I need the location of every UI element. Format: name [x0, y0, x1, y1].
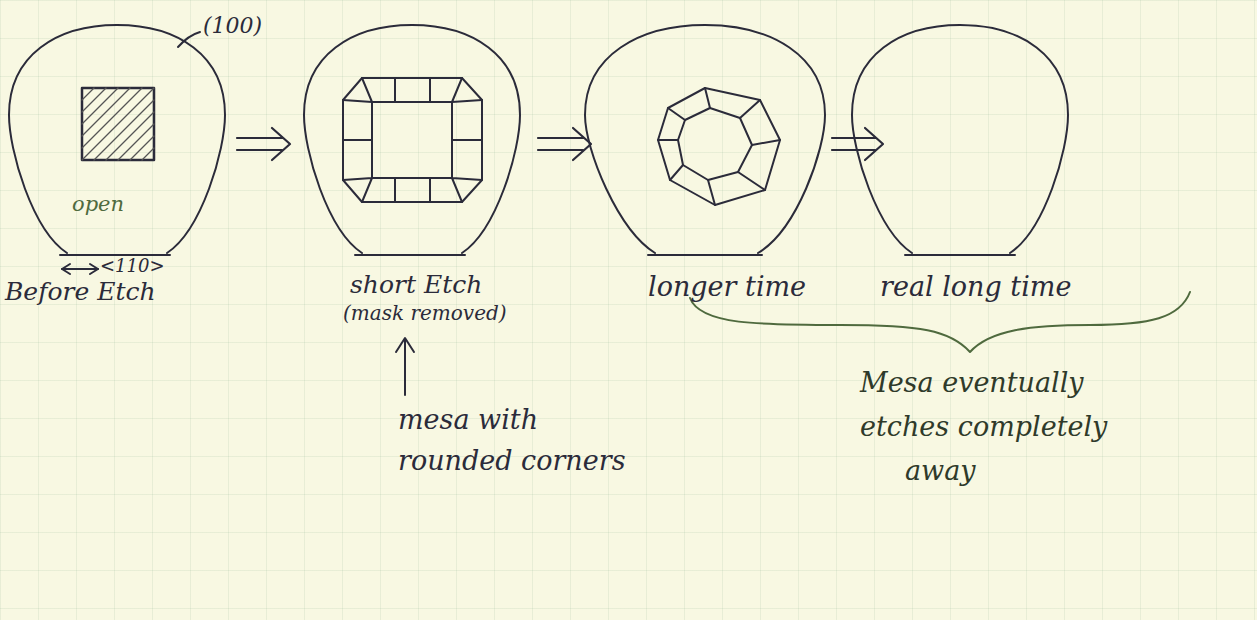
- direction-arrow: [62, 264, 98, 274]
- plane-label: (100): [203, 14, 262, 38]
- region-label: open: [72, 193, 124, 216]
- stage-caption: real long time: [880, 272, 1071, 302]
- direction-label: <110>: [100, 256, 165, 276]
- process-arrow: [237, 128, 883, 160]
- pointer-arrow: [396, 338, 414, 395]
- summary-note: away: [905, 456, 976, 486]
- stage-caption: short Etch: [350, 271, 482, 299]
- callout-note: rounded corners: [398, 446, 625, 476]
- summary-note: Mesa eventually: [860, 368, 1084, 398]
- callout-note: mesa with: [398, 405, 538, 435]
- leader-line: [178, 32, 200, 47]
- stage-caption: Before Etch: [5, 278, 156, 306]
- wafer-outline: [9, 25, 1068, 255]
- summary-note: etches completely: [860, 412, 1107, 442]
- stage-caption: longer time: [648, 272, 806, 302]
- mask-square: [82, 88, 154, 160]
- stage-note: (mask removed): [343, 302, 507, 324]
- mesa-faceted: [658, 88, 780, 205]
- mesa-octagon: [343, 78, 482, 202]
